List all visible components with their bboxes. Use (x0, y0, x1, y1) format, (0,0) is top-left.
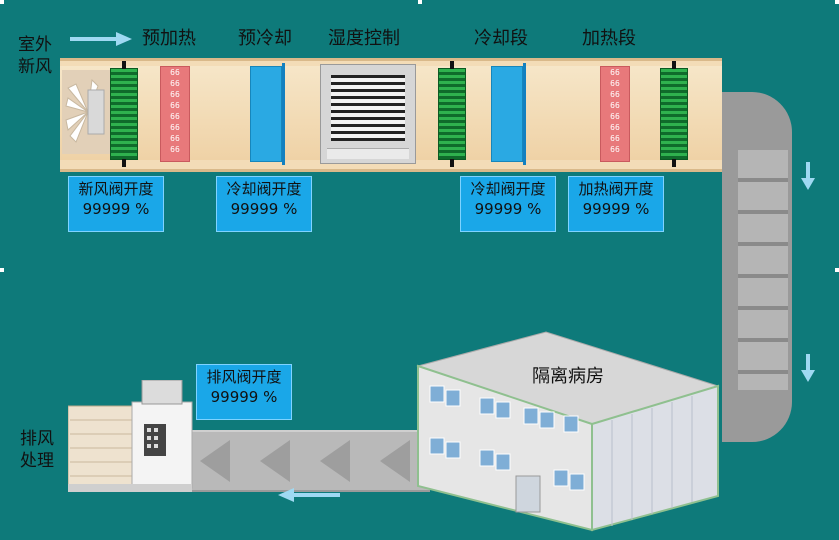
arrow-down-icon (801, 354, 815, 382)
heating-valve-panel: 加热阀开度 99999 % (568, 176, 664, 232)
edge-dot (835, 268, 839, 272)
fan-icon (62, 70, 114, 154)
heating-section-coil (660, 61, 688, 167)
cooling-section-cooler (491, 63, 526, 165)
label-cooling-section: 冷却段 (474, 28, 528, 49)
panel-label: 加热阀开度 (578, 180, 654, 198)
panel-label: 排风阀开度 (206, 368, 282, 386)
precool-coil (250, 63, 285, 165)
edge-dot (0, 268, 4, 272)
panel-value: 99999 % (474, 200, 542, 218)
cooling-valve-panel-1: 冷却阀开度 99999 % (216, 176, 312, 232)
fresh-air-coil (110, 61, 138, 167)
arrow-right-icon (70, 32, 132, 46)
cooling-section-coil (438, 61, 466, 167)
label-outdoor-air: 室外 新风 (18, 35, 52, 77)
panel-value: 99999 % (82, 200, 150, 218)
arrow-down-icon (801, 162, 815, 190)
exhaust-valve-panel: 排风阀开度 99999 % (196, 364, 292, 420)
label-humidity-control: 湿度控制 (328, 28, 400, 49)
exhaust-duct (190, 430, 430, 492)
fresh-air-valve-panel: 新风阀开度 99999 % (68, 176, 164, 232)
building-icon (416, 331, 720, 532)
label-precool: 预冷却 (238, 28, 292, 49)
label-isolation-ward: 隔离病房 (532, 366, 604, 387)
arrow-left-icon (278, 488, 340, 502)
panel-value: 99999 % (210, 388, 278, 406)
panel-label: 冷却阀开度 (470, 180, 546, 198)
edge-dot (0, 0, 4, 4)
panel-value: 99999 % (230, 200, 298, 218)
label-heating-section: 加热段 (582, 28, 636, 49)
panel-label: 新风阀开度 (78, 180, 154, 198)
exhaust-unit-icon (68, 380, 193, 492)
edge-dot (835, 0, 839, 4)
panel-value: 99999 % (582, 200, 650, 218)
panel-label: 冷却阀开度 (226, 180, 302, 198)
label-preheat: 预加热 (142, 28, 196, 49)
cooling-valve-panel-2: 冷却阀开度 99999 % (460, 176, 556, 232)
edge-dot (418, 0, 422, 4)
humidity-control-unit (320, 64, 416, 164)
label-exhaust-treatment: 排风 处理 (20, 429, 54, 471)
supply-duct-segments (738, 150, 788, 390)
